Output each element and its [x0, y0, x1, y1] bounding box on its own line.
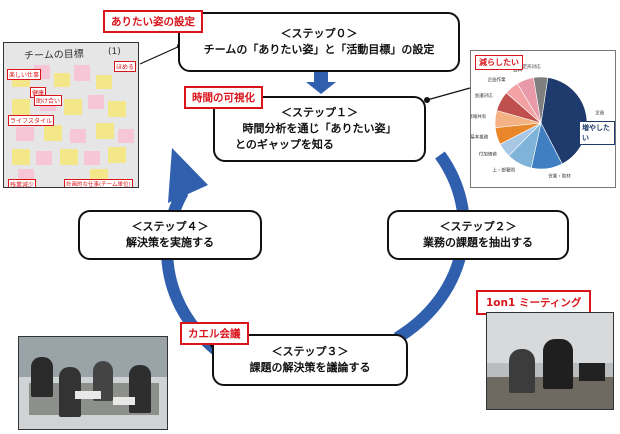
cycle-arrowhead: [168, 148, 208, 203]
kaeru-meeting-photo: [18, 336, 168, 430]
step-1-desc-line1: 時間分析を通じ「ありたい姿」: [242, 122, 397, 135]
step-0-desc: チームの「ありたい姿」と「活動目標」の設定: [203, 43, 435, 56]
step-2-desc: 業務の課題を抽出する: [423, 236, 533, 249]
pie-label-increase: 増やしたい: [579, 121, 615, 145]
connector-board: [139, 45, 181, 65]
label-kaeru: カエル会議: [180, 322, 249, 345]
pie-slice-label-7: 企画作業: [488, 76, 506, 83]
label-1on1: 1on1 ミーティング: [476, 290, 592, 315]
pie-slice-label-2: 上・部署間: [492, 166, 515, 173]
step-3-title: ＜ステップ３＞: [271, 345, 349, 358]
pie-slice-0: [540, 77, 588, 165]
label-arita: ありたい姿の設定: [103, 10, 203, 33]
down-arrow-head: [306, 82, 336, 94]
board-tag-6: 計画的な仕事(チーム単位): [64, 179, 133, 187]
board-tag-0: 楽しい仕事: [7, 69, 42, 80]
step-4-box: ＜ステップ４＞ 解決策を実施する: [78, 210, 262, 260]
board-tag-2: 助け合い: [34, 95, 63, 106]
board-tag-4: ほめる: [114, 61, 137, 72]
step-4-title: ＜ステップ４＞: [131, 220, 209, 233]
whiteboard-photo: チームの目標 (1) 楽しい仕事 健康 助け合い ライフスタイル ほめる 残業減…: [3, 42, 139, 188]
board-title: チームの目標: [23, 48, 84, 63]
pie-slice-label-0: 企画: [595, 109, 604, 116]
step-1-box: ＜ステップ１＞ 時間分析を通じ「ありたい姿」 とのギャップを知る: [213, 96, 426, 162]
step-2-title: ＜ステップ２＞: [439, 220, 517, 233]
pie-slice-label-1: 営業・取材: [548, 173, 571, 180]
pie-chart-panel: 企画営業・取材上・部署間付加価値基本業務情報共有会議対応企画作業資料不定形対応 …: [470, 50, 616, 188]
pie-slice-label-4: 基本業務: [471, 134, 489, 141]
step-3-desc: 課題の解決策を議論する: [249, 361, 371, 374]
step-1-desc-line2: とのギャップを知る: [235, 138, 334, 151]
board-tag-3: ライフスタイル: [8, 115, 55, 126]
down-arrow-shaft: [314, 70, 328, 84]
step-4-desc: 解決策を実施する: [126, 236, 214, 249]
step-2-box: ＜ステップ２＞ 業務の課題を抽出する: [387, 210, 569, 260]
label-jikan: 時間の可視化: [184, 86, 263, 109]
pie-slice-9: [533, 76, 549, 124]
step-1-title: ＜ステップ１＞: [281, 106, 358, 119]
board-marker-icon: (1): [108, 47, 121, 57]
pie-label-reduce: 減らしたい: [475, 55, 523, 70]
board-tag-5: 残業減少: [8, 179, 37, 187]
step-0-box: ＜ステップ０＞ チームの「ありたい姿」と「活動目標」の設定: [178, 12, 460, 72]
step-0-title: ＜ステップ０＞: [280, 27, 358, 40]
oneonone-photo: [486, 312, 614, 410]
pie-slice-label-3: 付加価値: [479, 151, 497, 158]
pie-slice-label-6: 会議対応: [475, 92, 493, 99]
pie-slice-label-9: 不定形対応: [518, 63, 541, 70]
pie-slice-label-5: 情報共有: [471, 113, 487, 120]
connector-pie: [426, 87, 471, 101]
